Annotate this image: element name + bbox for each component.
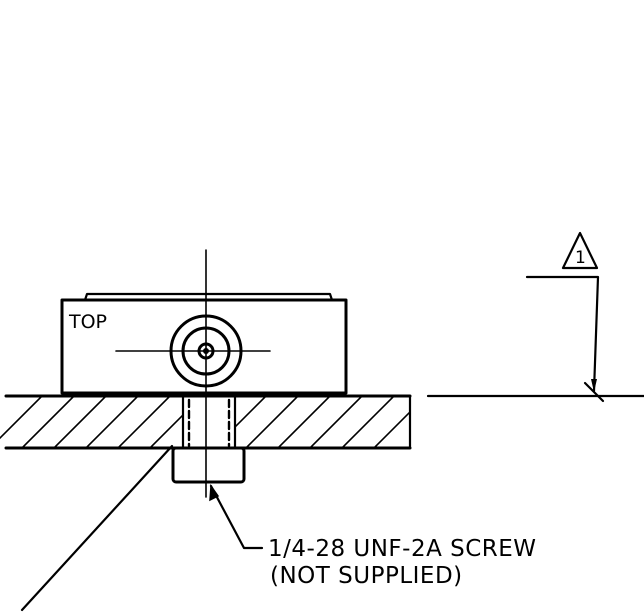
- screw: [171, 394, 246, 484]
- screw-head: [171, 446, 246, 484]
- screw-leader-line: [209, 484, 264, 550]
- sensor-body: TOP: [60, 249, 348, 498]
- reference-detail: 1: [426, 231, 644, 403]
- sensor-housing: [60, 298, 348, 395]
- revision-triangle: [561, 231, 599, 270]
- top-label: TOP: [68, 311, 107, 333]
- leader-line-lower-left: [20, 444, 174, 612]
- hatch-left: [0, 396, 183, 448]
- flag-leader: [525, 275, 600, 393]
- flag-tick: [583, 381, 605, 403]
- sensor-lid: [83, 292, 334, 302]
- flag-arrowhead: [591, 379, 597, 392]
- screw-callout: 1/4-28 UNF-2A SCREW (NOT SUPPLIED): [209, 483, 537, 589]
- screw-note-label: (NOT SUPPLIED): [270, 563, 463, 589]
- hatch-right: [235, 396, 410, 448]
- screw-spec-label: 1/4-28 UNF-2A SCREW: [268, 536, 537, 562]
- revision-number: 1: [575, 248, 586, 268]
- mounting-surface: [0, 394, 412, 450]
- leader-arrowhead: [209, 483, 220, 502]
